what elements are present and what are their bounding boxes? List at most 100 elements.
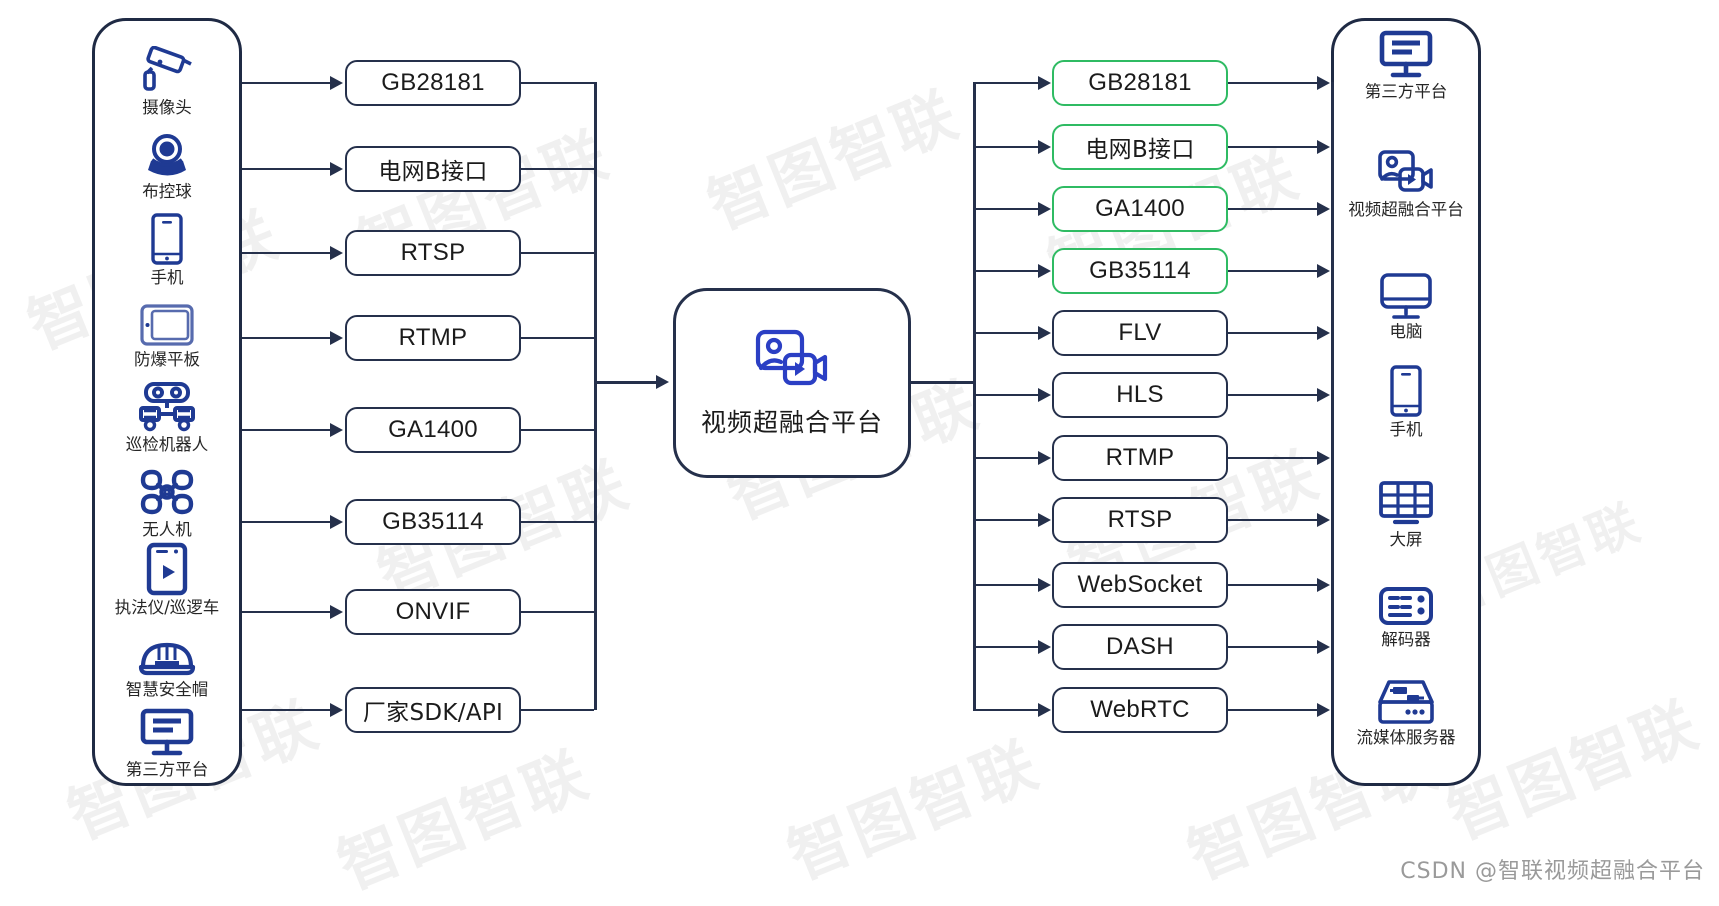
- wire-bus-to-output-3: [973, 207, 1039, 211]
- credit-text: CSDN @智联视频超融合平台: [1400, 859, 1705, 884]
- arrow-bus-to-output-8: [1038, 513, 1051, 527]
- input-protocol-gb35114[interactable]: GB35114: [345, 499, 521, 545]
- target-device-label: 视频超融合平台: [1348, 200, 1464, 219]
- source-device-5[interactable]: 巡检机器人: [92, 375, 242, 454]
- source-device-2[interactable]: 布控球: [92, 122, 242, 201]
- target-device-5[interactable]: 大屏: [1331, 470, 1481, 549]
- output-protocol-rtmp[interactable]: RTMP: [1052, 435, 1228, 481]
- arrow-output-to-target-3: [1317, 202, 1330, 216]
- wire-source-to-input-3: [242, 251, 330, 255]
- wire-bus-to-output-8: [973, 518, 1039, 522]
- source-device-1[interactable]: 摄像头: [92, 38, 242, 117]
- source-device-9[interactable]: 第三方平台: [92, 700, 242, 779]
- watermark: 智图智联: [777, 726, 1051, 894]
- wire-input-to-bus-3: [521, 251, 594, 255]
- source-device-label: 第三方平台: [125, 760, 209, 779]
- target-device-4[interactable]: 手机: [1331, 360, 1481, 439]
- wire-source-to-input-1: [242, 81, 330, 85]
- source-device-3[interactable]: 手机: [92, 208, 242, 287]
- output-protocol-websocket[interactable]: WebSocket: [1052, 562, 1228, 608]
- arrow-source-to-input-2: [330, 162, 343, 176]
- output-protocol-gb35114[interactable]: GB35114: [1052, 248, 1228, 294]
- decoder-icon: [1331, 570, 1481, 628]
- output-protocol-gb28181[interactable]: GB28181: [1052, 60, 1228, 106]
- target-device-label: 大屏: [1389, 530, 1423, 549]
- output-protocol-dash[interactable]: DASH: [1052, 624, 1228, 670]
- source-device-label: 布控球: [142, 182, 192, 201]
- cctv-camera-icon: [92, 38, 242, 96]
- input-protocol-ga1400[interactable]: GA1400: [345, 407, 521, 453]
- watermark: 智图智联: [327, 736, 601, 904]
- source-device-label: 无人机: [142, 520, 192, 539]
- input-protocol-rtsp[interactable]: RTSP: [345, 230, 521, 276]
- source-device-8[interactable]: 智慧安全帽: [92, 620, 242, 699]
- source-device-6[interactable]: 无人机: [92, 460, 242, 539]
- arrow-bus-to-output-6: [1038, 388, 1051, 402]
- target-device-label: 第三方平台: [1364, 82, 1448, 101]
- output-protocol-b[interactable]: 电网B接口: [1052, 124, 1228, 170]
- arrow-bus-to-output-5: [1038, 326, 1051, 340]
- source-device-7[interactable]: 执法仪/巡逻车: [92, 538, 242, 617]
- wire-bus-to-output-1: [973, 81, 1039, 85]
- target-device-label: 电脑: [1389, 322, 1423, 341]
- wire-bus-to-output-11: [973, 708, 1039, 712]
- arrow-output-to-target-5: [1317, 326, 1330, 340]
- law-enforcement-recorder-icon: [92, 538, 242, 596]
- output-protocol-webrtc[interactable]: WebRTC: [1052, 687, 1228, 733]
- rugged-tablet-icon: [92, 290, 242, 348]
- input-protocol-sdkapi[interactable]: 厂家SDK/API: [345, 687, 521, 733]
- arrow-output-to-target-11: [1317, 703, 1330, 717]
- wire-bus-to-output-2: [973, 145, 1039, 149]
- input-bus-vertical: [594, 82, 597, 710]
- input-protocol-b[interactable]: 电网B接口: [345, 146, 521, 192]
- arrow-source-to-input-5: [330, 423, 343, 437]
- mobile-phone-icon: [92, 208, 242, 266]
- target-device-label: 解码器: [1381, 630, 1431, 649]
- targets-bus-vertical: [1331, 82, 1334, 710]
- wire-output-to-target-5: [1228, 331, 1318, 335]
- source-device-label: 执法仪/巡逻车: [114, 598, 220, 617]
- third-party-platform-icon: [92, 700, 242, 758]
- arrow-output-to-target-10: [1317, 640, 1330, 654]
- third-party-platform-icon: [1331, 22, 1481, 80]
- output-protocol-hls[interactable]: HLS: [1052, 372, 1228, 418]
- arrow-output-to-target-6: [1317, 388, 1330, 402]
- input-protocol-onvif[interactable]: ONVIF: [345, 589, 521, 635]
- arrow-output-to-target-7: [1317, 451, 1330, 465]
- wire-input-to-bus-4: [521, 336, 594, 340]
- target-device-7[interactable]: 流媒体服务器: [1331, 668, 1481, 747]
- input-protocol-gb28181[interactable]: GB28181: [345, 60, 521, 106]
- wire-output-to-target-10: [1228, 645, 1318, 649]
- target-device-label: 流媒体服务器: [1356, 728, 1456, 747]
- wire-input-to-bus-2: [521, 167, 594, 171]
- source-device-4[interactable]: 防爆平板: [92, 290, 242, 369]
- wire-output-to-target-3: [1228, 207, 1318, 211]
- arrow-bus-to-output-11: [1038, 703, 1051, 717]
- source-device-label: 巡检机器人: [125, 435, 209, 454]
- target-device-6[interactable]: 解码器: [1331, 570, 1481, 649]
- wire-bus-to-output-5: [973, 331, 1039, 335]
- wire-source-to-input-7: [242, 610, 330, 614]
- streaming-server-icon: [1331, 668, 1481, 726]
- arrow-bus-to-output-9: [1038, 578, 1051, 592]
- platform-hub[interactable]: 视频超融合平台: [673, 288, 911, 478]
- target-device-2[interactable]: 视频超融合平台: [1331, 140, 1481, 219]
- input-protocol-rtmp[interactable]: RTMP: [345, 315, 521, 361]
- wire-source-to-input-4: [242, 336, 330, 340]
- source-device-label: 防爆平板: [134, 350, 200, 369]
- arrow-bus-to-output-10: [1038, 640, 1051, 654]
- wire-bus-to-output-6: [973, 393, 1039, 397]
- target-device-3[interactable]: 电脑: [1331, 262, 1481, 341]
- ptz-dome-camera-icon: [92, 122, 242, 180]
- output-protocol-ga1400[interactable]: GA1400: [1052, 186, 1228, 232]
- arrow-output-to-target-2: [1317, 140, 1330, 154]
- wire-input-to-bus-7: [521, 610, 594, 614]
- target-device-1[interactable]: 第三方平台: [1331, 22, 1481, 101]
- watermark: 智图智联: [697, 76, 971, 244]
- output-protocol-flv[interactable]: FLV: [1052, 310, 1228, 356]
- video-fusion-platform-icon: [755, 329, 828, 386]
- output-protocol-rtsp[interactable]: RTSP: [1052, 497, 1228, 543]
- target-device-label: 手机: [1389, 420, 1423, 439]
- wire-bus-to-output-7: [973, 456, 1039, 460]
